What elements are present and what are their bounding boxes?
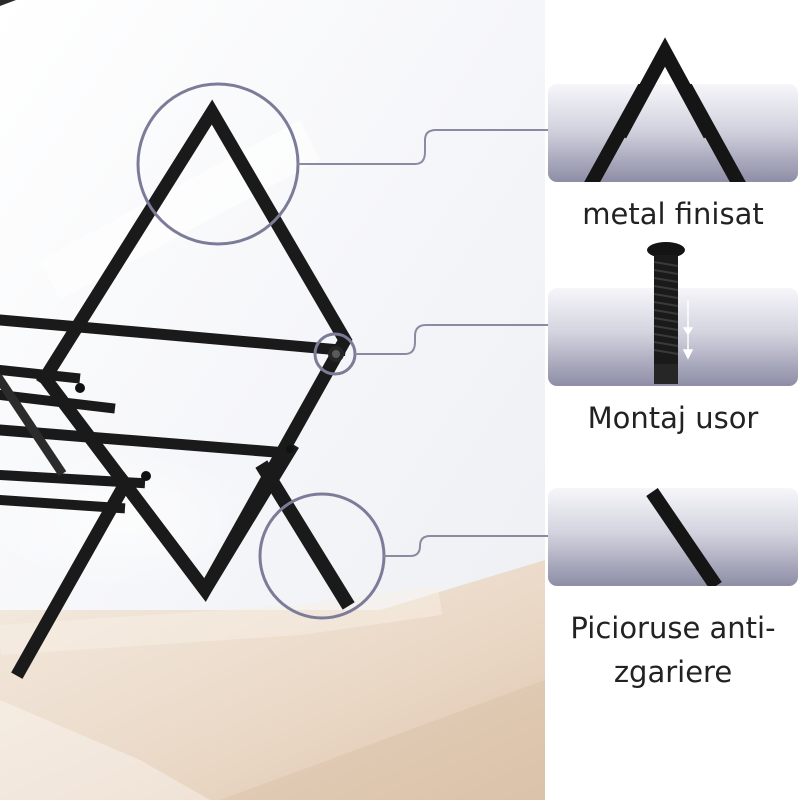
detail-panel-assembly (548, 242, 798, 386)
callout-line (298, 129, 548, 165)
apex-detail-icon (578, 84, 752, 182)
feature-label-finish: metal finisat (548, 192, 798, 236)
callout-line (384, 535, 548, 557)
feature-label-text: Montaj usor (587, 401, 759, 435)
detail-panel-finish (548, 37, 798, 182)
feature-label-assembly: Montaj usor (548, 396, 798, 440)
feature-label-text: metal finisat (582, 197, 764, 231)
feature-label-text-line1: Picioruse anti- (570, 611, 776, 645)
detail-panel-feet (548, 488, 798, 586)
foot-detail-icon (646, 488, 722, 586)
callout-2 (313, 324, 548, 376)
callout-line (355, 324, 548, 355)
shoe-rack-frame (0, 99, 355, 679)
callout-3 (258, 492, 548, 620)
callout-1 (136, 82, 548, 246)
joint-bolts (75, 346, 344, 481)
feature-label-text-line2: zgariere (613, 655, 733, 689)
feature-label-feet: Picioruse anti- zgariere (548, 606, 798, 694)
screw-icon (647, 242, 694, 384)
